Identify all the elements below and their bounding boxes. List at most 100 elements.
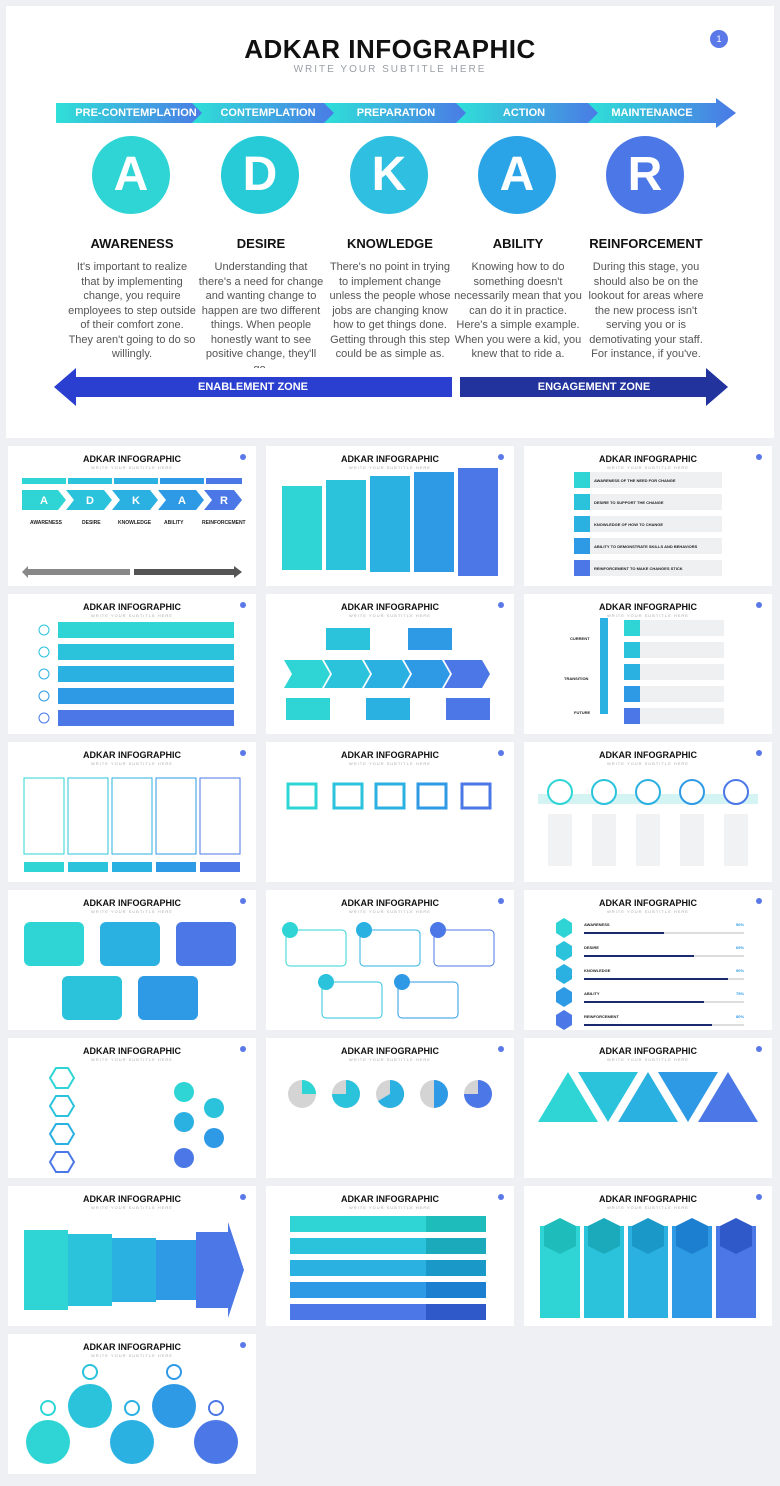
engagement-zone-label: ENGAGEMENT ZONE	[537, 381, 651, 393]
letter-circle-d: D	[221, 136, 299, 214]
progress-percent: 75%	[736, 991, 745, 996]
progress-label: REINFORCEMENT	[584, 1014, 619, 1019]
stage-action: ACTION	[502, 107, 546, 119]
thumb-slide-12[interactable]: ADKAR INFOGRAPHIC WRITE YOUR SUBTITLE HE…	[266, 890, 514, 1030]
thumb-8-graphic	[23, 777, 241, 872]
phase-label: CURRENT	[570, 636, 590, 641]
col-text-awareness: It's important to realize that by implem…	[68, 261, 196, 360]
thumb-subtitle: WRITE YOUR SUBTITLE HERE	[349, 613, 431, 618]
stage-contemplation: CONTEMPLATION	[220, 107, 316, 119]
progress-label: DESIRE	[584, 945, 599, 950]
thumb-slide-8[interactable]: ADKAR INFOGRAPHIC WRITE YOUR SUBTITLE HE…	[8, 742, 256, 882]
thumb-10-graphic	[538, 779, 758, 866]
thumb-subtitle: WRITE YOUR SUBTITLE HERE	[91, 909, 173, 914]
stage-preparation: PREPARATION	[356, 107, 436, 119]
thumb-20-graphic	[26, 1364, 238, 1464]
thumb-slide-16[interactable]: ADKAR INFOGRAPHIC WRITE YOUR SUBTITLE HE…	[524, 1038, 772, 1178]
progress-percent: 90%	[736, 968, 745, 973]
thumb-slide-15[interactable]: ADKAR INFOGRAPHIC WRITE YOUR SUBTITLE HE…	[266, 1038, 514, 1178]
thumb-19-graphic	[540, 1218, 756, 1318]
thumb-16-graphic	[538, 1072, 758, 1122]
col-title-reinforcement: REINFORCEMENT	[589, 236, 703, 251]
thumb-badge	[240, 1194, 246, 1200]
thumb-subtitle: WRITE YOUR SUBTITLE HERE	[91, 1057, 173, 1062]
stage-maintenance: MAINTENANCE	[611, 107, 693, 119]
stage-pre-contemplation: PRE-CONTEMPLATION	[75, 107, 197, 119]
thumb-15-graphic	[288, 1079, 492, 1108]
thumb-slide-10[interactable]: ADKAR INFOGRAPHIC WRITE YOUR SUBTITLE HE…	[524, 742, 772, 882]
thumb-12-graphic	[282, 922, 495, 1019]
thumb-9-graphic	[286, 782, 492, 810]
slide-title: ADKAR INFOGRAPHIC	[244, 34, 536, 64]
thumb-title: ADKAR INFOGRAPHIC	[83, 1342, 181, 1352]
thumb-subtitle: WRITE YOUR SUBTITLE HERE	[349, 1057, 431, 1062]
thumb-title: ADKAR INFOGRAPHIC	[599, 454, 697, 464]
thumb-slide-18[interactable]: ADKAR INFOGRAPHIC WRITE YOUR SUBTITLE HE…	[266, 1186, 514, 1326]
thumb-slide-9[interactable]: ADKAR INFOGRAPHIC WRITE YOUR SUBTITLE HE…	[266, 742, 514, 882]
stage-arrows-graphic	[56, 98, 736, 128]
thumb-subtitle: WRITE YOUR SUBTITLE HERE	[607, 1057, 689, 1062]
thumb-slide-7[interactable]: ADKAR INFOGRAPHIC WRITE YOUR SUBTITLE HE…	[524, 594, 772, 734]
thumb-title: ADKAR INFOGRAPHIC	[341, 1046, 439, 1056]
progress-percent: 50%	[736, 922, 745, 927]
thumb-statement: KNOWLEDGE OF HOW TO CHANGE	[594, 522, 664, 527]
thumb-badge	[498, 1194, 504, 1200]
col-text-ability: Knowing how to do something doesn't nece…	[454, 261, 582, 360]
thumb-badge	[240, 750, 246, 756]
thumb-5-graphic	[38, 622, 234, 726]
thumb-11-graphic	[24, 922, 236, 1020]
hero-slide: ADKAR INFOGRAPHIC WRITE YOUR SUBTITLE HE…	[6, 6, 774, 438]
thumb-slide-4[interactable]: ADKAR INFOGRAPHIC WRITE YOUR SUBTITLE HE…	[524, 446, 772, 586]
thumb-slide-11[interactable]: ADKAR INFOGRAPHIC WRITE YOUR SUBTITLE HE…	[8, 890, 256, 1030]
thumb-title: ADKAR INFOGRAPHIC	[599, 602, 697, 612]
svg-text:D: D	[86, 495, 94, 507]
thumb-subtitle: WRITE YOUR SUBTITLE HERE	[607, 761, 689, 766]
svg-text:R: R	[220, 495, 228, 507]
thumb-badge	[756, 602, 762, 608]
col-text-reinforcement: During this stage, you should also be on…	[588, 261, 704, 360]
thumb-badge	[756, 1046, 762, 1052]
left-arrow-graphic	[54, 368, 452, 406]
thumb-title: ADKAR INFOGRAPHIC	[83, 1046, 181, 1056]
thumb-badge	[498, 750, 504, 756]
col-title-desire: DESIRE	[236, 236, 286, 251]
col-title-knowledge: KNOWLEDGE	[347, 236, 433, 251]
thumb-slide-6[interactable]: ADKAR INFOGRAPHIC WRITE YOUR SUBTITLE HE…	[266, 594, 514, 734]
thumb-title: ADKAR INFOGRAPHIC	[83, 898, 181, 908]
thumb-title: ADKAR INFOGRAPHIC	[341, 898, 439, 908]
thumb-subtitle: WRITE YOUR SUBTITLE HERE	[349, 1205, 431, 1210]
letter-circle-r: R	[606, 136, 684, 214]
letter-circle-a2: A	[478, 136, 556, 214]
thumb-subtitle: WRITE YOUR SUBTITLE HERE	[349, 465, 431, 470]
progress-label: KNOWLEDGE	[584, 968, 611, 973]
thumb-slide-20[interactable]: ADKAR INFOGRAPHIC WRITE YOUR SUBTITLE HE…	[8, 1334, 256, 1474]
thumb-statement: REINFORCEMENT TO MAKE CHANGES STICK	[594, 566, 683, 571]
thumb-slide-3[interactable]: ADKAR INFOGRAPHIC WRITE YOUR SUBTITLE HE…	[266, 446, 514, 586]
letter-circle-k: K	[350, 136, 428, 214]
thumb-subtitle: WRITE YOUR SUBTITLE HERE	[607, 613, 689, 618]
thumb-title: ADKAR INFOGRAPHIC	[599, 1046, 697, 1056]
thumb-4-graphic	[574, 472, 722, 576]
thumb-subtitle: WRITE YOUR SUBTITLE HERE	[91, 613, 173, 618]
thumb-subtitle: WRITE YOUR SUBTITLE HERE	[607, 465, 689, 470]
thumb-label: DESIRE	[82, 520, 101, 526]
phase-label: FUTURE	[574, 710, 591, 715]
thumb-slide-13[interactable]: ADKAR INFOGRAPHIC WRITE YOUR SUBTITLE HE…	[524, 890, 772, 1030]
thumb-subtitle: WRITE YOUR SUBTITLE HERE	[349, 909, 431, 914]
thumb-slide-19[interactable]: ADKAR INFOGRAPHIC WRITE YOUR SUBTITLE HE…	[524, 1186, 772, 1326]
thumb-badge	[240, 454, 246, 460]
thumb-badge	[498, 454, 504, 460]
thumb-badge	[756, 898, 762, 904]
thumb-slide-17[interactable]: ADKAR INFOGRAPHIC WRITE YOUR SUBTITLE HE…	[8, 1186, 256, 1326]
thumb-17-graphic	[24, 1222, 244, 1318]
thumb-badge	[756, 454, 762, 460]
thumb-slide-14[interactable]: ADKAR INFOGRAPHIC WRITE YOUR SUBTITLE HE…	[8, 1038, 256, 1178]
col-text-knowledge: There's no point in trying to implement …	[329, 261, 451, 360]
thumb-slide-2[interactable]: ADKAR INFOGRAPHIC WRITE YOUR SUBTITLE HE…	[8, 446, 256, 586]
progress-label: AWARENESS	[584, 922, 610, 927]
thumb-slide-5[interactable]: ADKAR INFOGRAPHIC WRITE YOUR SUBTITLE HE…	[8, 594, 256, 734]
col-text-desire: Understanding that there's a need for ch…	[198, 261, 324, 368]
thumb-subtitle: WRITE YOUR SUBTITLE HERE	[607, 909, 689, 914]
thumb-label: ABILITY	[164, 520, 184, 526]
